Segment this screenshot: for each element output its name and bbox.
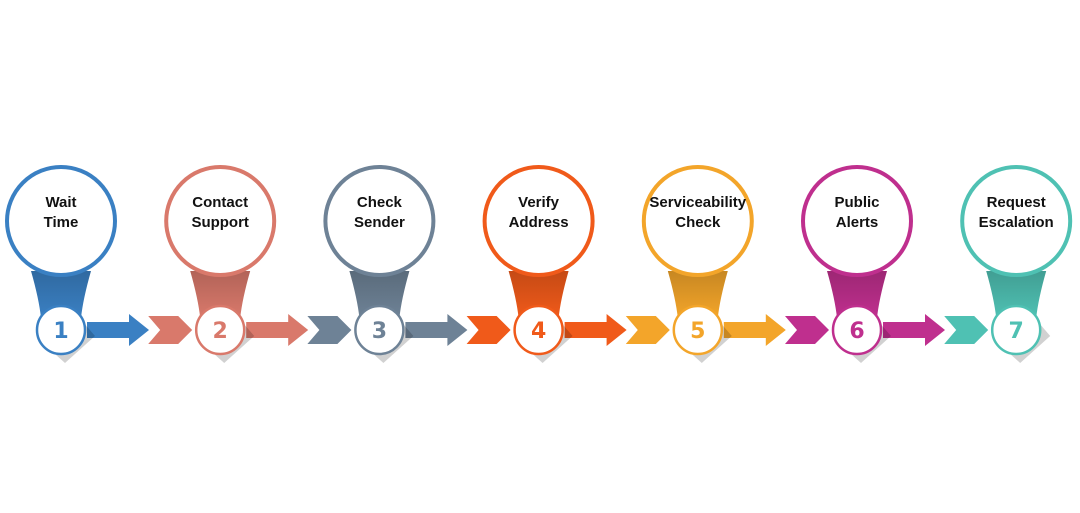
connector-arrow-in-2: [148, 316, 193, 344]
step-stem: [31, 271, 91, 318]
step-circle: [164, 165, 277, 277]
step-stem: [508, 271, 569, 318]
step-circle: [641, 165, 754, 277]
step-number: 5: [690, 319, 705, 344]
number-badge: [194, 304, 246, 356]
step-label-line: Check: [675, 214, 721, 231]
step-stem: [349, 271, 410, 318]
step-label-line: Public: [834, 194, 879, 211]
step-number: 3: [372, 319, 387, 344]
step-stem: [827, 271, 887, 318]
step-label-line: Address: [509, 214, 569, 231]
connector-arrow-out-2: [246, 314, 309, 346]
step-circle: [323, 165, 436, 277]
number-badge: [990, 304, 1042, 356]
step-number: 4: [531, 319, 546, 344]
step-number: 7: [1009, 319, 1024, 344]
step-number: 1: [53, 319, 68, 344]
connector-arrow-out-1: [87, 314, 149, 346]
connector-arrow-in-5: [625, 316, 670, 344]
step-label-line: Alerts: [836, 214, 879, 231]
step-stem: [190, 271, 251, 318]
number-badge: [513, 304, 564, 356]
step-stem: [667, 271, 728, 318]
step-label-line: Support: [191, 214, 249, 231]
step-stem: [986, 271, 1047, 318]
step-label-line: Sender: [354, 214, 405, 231]
connector-arrow-in-7: [944, 316, 989, 344]
connector-arrow-in-4: [466, 316, 511, 344]
step-label-line: Wait: [45, 194, 76, 211]
step-circle: [801, 165, 913, 277]
step-label-line: Request: [987, 194, 1046, 211]
step-label-line: Serviceability: [649, 194, 746, 211]
step-number: 6: [849, 319, 864, 344]
connector-arrow-out-5: [723, 314, 786, 346]
connector-arrow-out-3: [405, 314, 468, 346]
connector-arrow-out-6: [883, 314, 945, 346]
connector-arrow-out-4: [564, 314, 627, 346]
step-circle: [960, 165, 1073, 277]
step-label-line: Contact: [192, 194, 248, 211]
step-circle: [482, 165, 595, 277]
step-label-line: Time: [44, 214, 79, 231]
step-number: 2: [213, 319, 228, 344]
connector-arrow-in-3: [307, 316, 352, 344]
step-label-line: Check: [357, 194, 403, 211]
number-badge: [35, 304, 87, 356]
number-badge: [831, 304, 883, 356]
step-label-line: Escalation: [979, 214, 1054, 231]
step-label-line: Verify: [518, 194, 560, 211]
connector-arrow-in-6: [785, 316, 829, 344]
number-badge: [354, 304, 405, 356]
step-circle: [5, 165, 117, 277]
number-badge: [672, 304, 724, 356]
